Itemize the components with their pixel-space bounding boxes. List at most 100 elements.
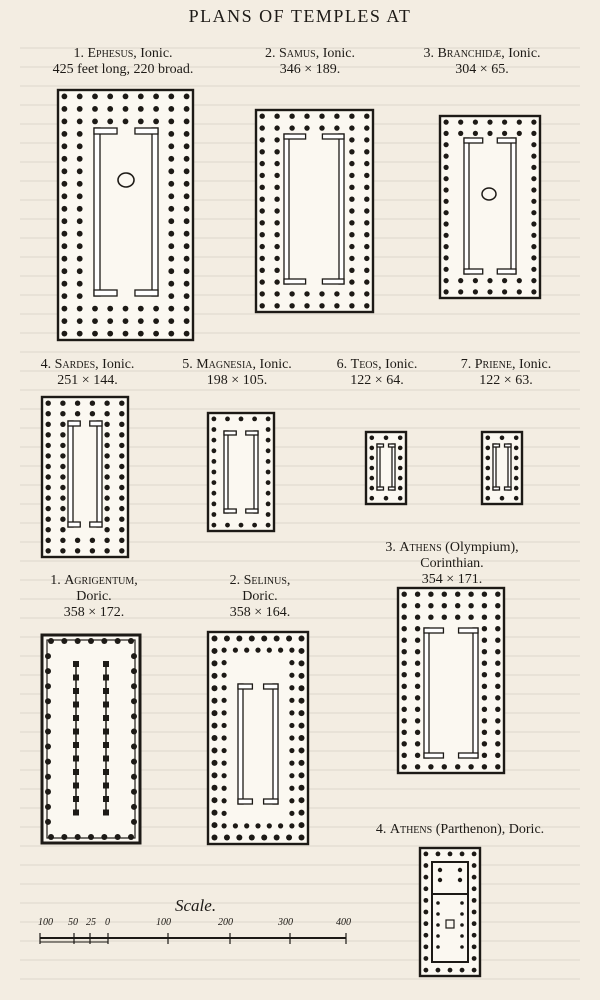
column-dot <box>401 614 407 620</box>
engaged-column <box>131 653 137 660</box>
column-dot <box>61 280 68 287</box>
engaged-column <box>45 788 51 795</box>
column-dot <box>221 823 227 829</box>
column-dot <box>349 149 355 155</box>
column-dot <box>468 603 474 609</box>
column-dot <box>274 184 280 190</box>
column-dot <box>221 810 227 816</box>
column-dot <box>153 118 160 125</box>
column-dot <box>414 718 421 724</box>
column-dot <box>437 877 443 883</box>
plan-border <box>40 633 142 845</box>
column-dot <box>137 330 144 337</box>
column-dot <box>211 501 217 507</box>
plan-border <box>40 395 130 559</box>
column-dot <box>45 400 51 406</box>
column-dot <box>436 923 440 927</box>
column-dot <box>428 764 434 770</box>
column-dot <box>423 956 429 961</box>
plan-border <box>206 630 310 846</box>
cella-wall <box>376 443 385 448</box>
column-dot <box>259 196 265 202</box>
plan-border <box>56 88 195 342</box>
column-dot <box>89 411 96 417</box>
column-dot <box>119 484 125 491</box>
column-dot <box>401 706 407 712</box>
column-dot <box>516 278 522 284</box>
column-dot <box>471 944 477 950</box>
column-dot <box>168 318 175 324</box>
column-dot <box>531 232 537 238</box>
column-dot <box>471 886 477 892</box>
column-dot <box>119 442 125 449</box>
column-dot <box>168 193 175 200</box>
column-dot <box>443 210 449 216</box>
column-dot <box>211 797 218 804</box>
caption-olympium: 3. Athens (Olympium), Corinthian. 354 × … <box>385 540 519 587</box>
column-dot <box>211 722 218 729</box>
column-dot <box>61 218 68 225</box>
engaged-column <box>128 834 134 840</box>
column-dot <box>61 318 68 324</box>
column-dot <box>119 516 125 522</box>
cella-wall <box>89 521 103 528</box>
column-dot <box>221 785 227 791</box>
column-dot <box>481 603 488 609</box>
column-dot <box>236 635 243 642</box>
column-dot <box>319 125 325 131</box>
column-dot <box>76 243 83 250</box>
column-dot <box>459 967 465 973</box>
column-dot <box>45 484 51 491</box>
engaged-column <box>114 638 121 644</box>
column-dot <box>89 400 96 406</box>
column-dot <box>265 522 271 528</box>
column-dot <box>481 729 488 735</box>
column-dot <box>531 130 537 136</box>
column-dot <box>443 232 449 238</box>
column-dot <box>221 760 227 766</box>
column-dot <box>458 278 464 284</box>
column-dot <box>485 485 491 491</box>
column-dot <box>369 435 375 441</box>
plan-border <box>418 846 482 978</box>
column-dot <box>414 672 421 678</box>
engaged-column <box>114 834 121 840</box>
column-dot <box>513 445 519 451</box>
engaged-column <box>131 758 137 765</box>
column-dot <box>349 184 355 190</box>
column-dot <box>334 113 340 119</box>
column-dot <box>259 184 265 190</box>
column-dot <box>364 184 370 190</box>
column-dot <box>74 400 81 406</box>
column-dot <box>485 455 491 461</box>
column-dot <box>289 798 295 804</box>
column-dot <box>104 411 110 417</box>
column-dot <box>485 495 491 501</box>
column-dot <box>168 305 175 312</box>
plan-priene <box>480 430 524 506</box>
column-dot <box>304 291 310 297</box>
caption-selinus: 2. Selinus, Doric. 358 × 164. <box>229 573 291 620</box>
column-dot <box>414 660 421 666</box>
plan-agrigentum <box>40 633 142 845</box>
column-dot <box>211 427 217 432</box>
caption-branchidae: 3. Branchidæ, Ionic. 304 × 65. <box>423 46 541 77</box>
column-dot <box>443 142 449 148</box>
column-dot <box>531 255 537 261</box>
column-dot <box>298 735 305 741</box>
column-dot <box>259 291 265 297</box>
column-dot <box>481 718 488 724</box>
column-dot <box>364 137 370 143</box>
column-dot <box>45 411 51 417</box>
plan-sardes <box>40 395 130 559</box>
column-dot <box>298 710 305 717</box>
column-dot <box>223 635 230 642</box>
column-dot <box>89 537 96 543</box>
column-dot <box>119 453 125 459</box>
column-dot <box>369 475 375 481</box>
column-dot <box>274 303 280 309</box>
column-dot <box>485 445 491 451</box>
scale-tick: 200 <box>218 917 233 928</box>
plan-border <box>254 108 375 314</box>
cella-wall <box>223 430 229 514</box>
